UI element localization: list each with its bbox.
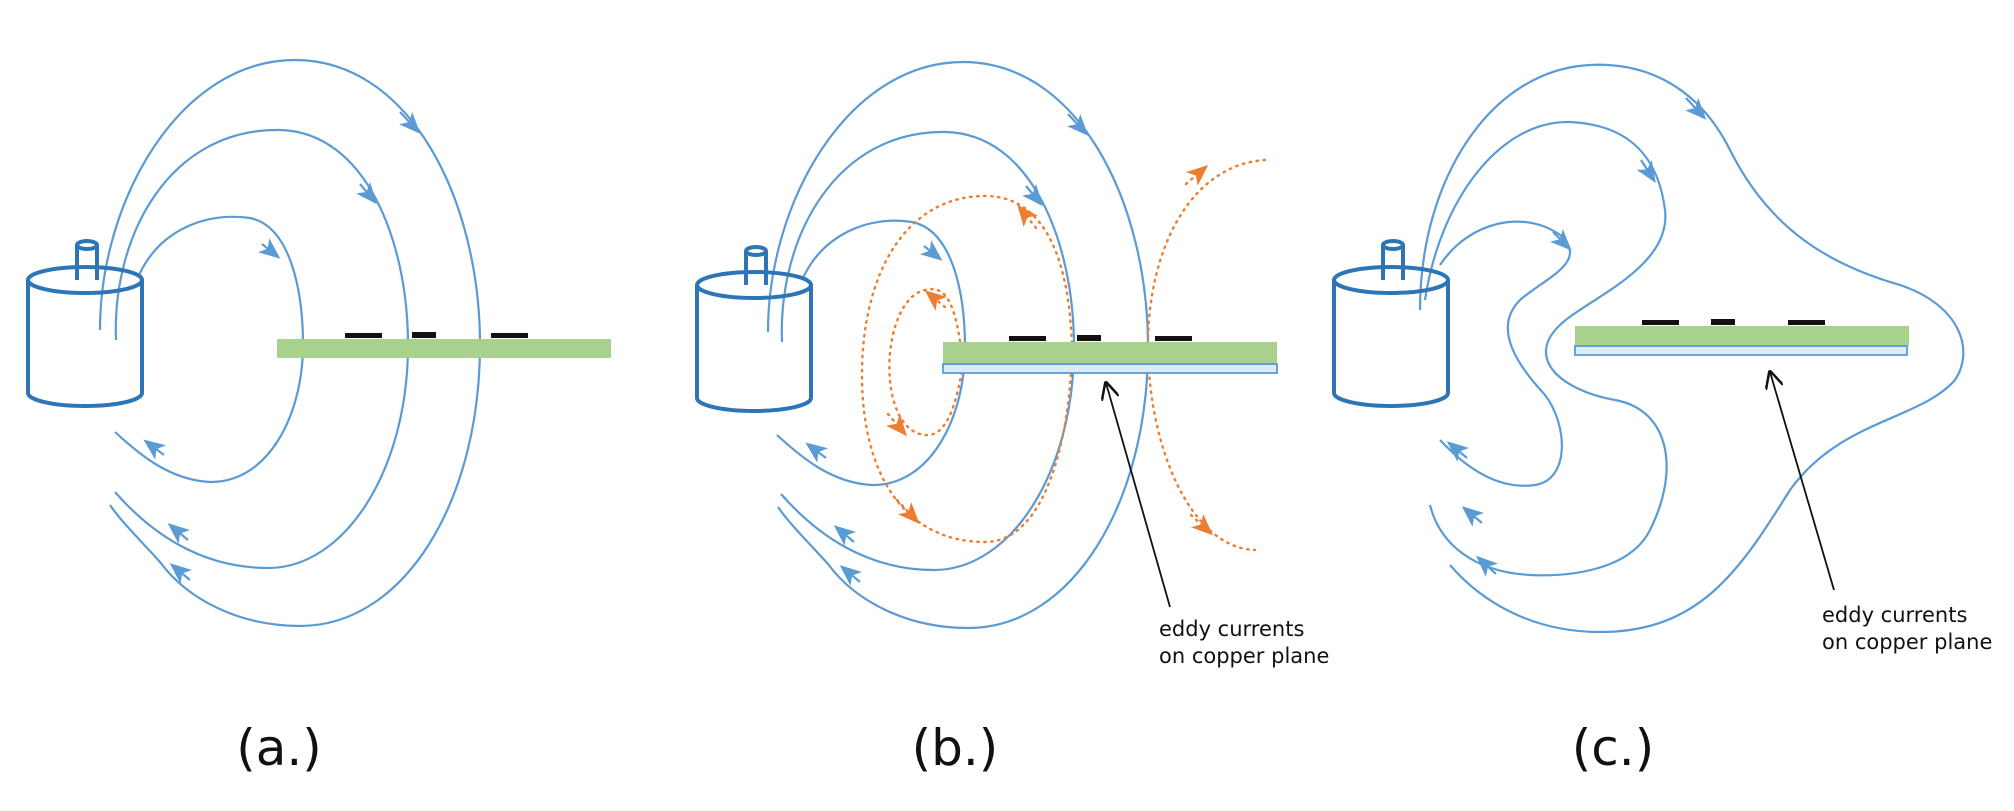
panel-b: eddy currents on copper plane (b.) <box>695 60 1329 777</box>
field-arrow <box>1022 183 1043 207</box>
pcb-component <box>1155 336 1192 341</box>
field-arrow <box>839 565 863 586</box>
pcb-board <box>943 342 1277 364</box>
pcb-board <box>277 339 611 358</box>
pcb-c <box>1574 319 1909 356</box>
pcb-a <box>277 332 611 358</box>
pcb-b <box>942 335 1278 374</box>
annotation-text-c: eddy currents on copper plane <box>1822 603 1992 654</box>
field-lines-c <box>1418 63 1965 634</box>
field-line-middle <box>114 128 410 570</box>
field-arrow <box>1461 506 1485 527</box>
eddy-arrow <box>886 412 908 437</box>
field-arrow <box>169 563 193 584</box>
pcb-component <box>412 332 436 338</box>
pcb-component <box>491 333 528 338</box>
annotation-line2-b: on copper plane <box>1159 644 1329 668</box>
field-arrow <box>356 181 377 205</box>
field-line-middle <box>1423 120 1668 577</box>
coil-a <box>26 239 144 408</box>
annotation-leader-b <box>1106 383 1171 608</box>
pcb-component <box>1788 320 1825 325</box>
field-arrow <box>1549 228 1572 251</box>
annotation-line1-b: eddy currents <box>1159 617 1304 641</box>
panel-c: eddy currents on copper plane (c.) <box>1332 63 1992 777</box>
field-arrow <box>919 240 943 261</box>
field-arrow <box>167 523 191 544</box>
pcb-component <box>1077 335 1101 341</box>
field-arrow <box>257 238 281 259</box>
field-arrow <box>143 439 167 460</box>
field-arrow <box>1067 113 1089 136</box>
pcb-component <box>1711 319 1735 325</box>
field-arrow <box>1446 441 1470 462</box>
pcb-board <box>1575 326 1909 346</box>
copper-plane <box>1574 345 1908 356</box>
annotation-line2-c: on copper plane <box>1822 630 1992 654</box>
field-arrow <box>833 525 857 546</box>
field-arrow <box>805 442 829 463</box>
field-line-middle <box>780 130 1076 572</box>
eddy-arrow <box>1189 513 1213 536</box>
annotation-leader-c <box>1770 372 1835 591</box>
field-arrow <box>1685 97 1707 120</box>
eddy-arrow <box>924 290 948 311</box>
pcb-component <box>1642 320 1679 325</box>
pcb-component <box>1009 336 1046 341</box>
copper-plane <box>942 363 1278 374</box>
pcb-component <box>345 333 382 338</box>
field-arrow <box>399 111 421 134</box>
annotation-line1-c: eddy currents <box>1822 603 1967 627</box>
eddy-arrow <box>1017 204 1038 230</box>
panel-label-b: (b.) <box>912 719 999 777</box>
panel-label-a: (a.) <box>236 719 322 777</box>
coil-c <box>1332 239 1450 408</box>
field-line-inner <box>1439 220 1572 487</box>
field-arrow <box>1636 159 1656 184</box>
field-line-outer <box>1418 63 1965 634</box>
panel-a: (a.) <box>26 58 611 777</box>
eddy-arrow <box>1184 164 1209 186</box>
coil-b <box>695 245 813 413</box>
annotation-text-b: eddy currents on copper plane <box>1159 617 1329 668</box>
field-arrow <box>1476 555 1499 577</box>
panel-label-c: (c.) <box>1572 719 1654 777</box>
